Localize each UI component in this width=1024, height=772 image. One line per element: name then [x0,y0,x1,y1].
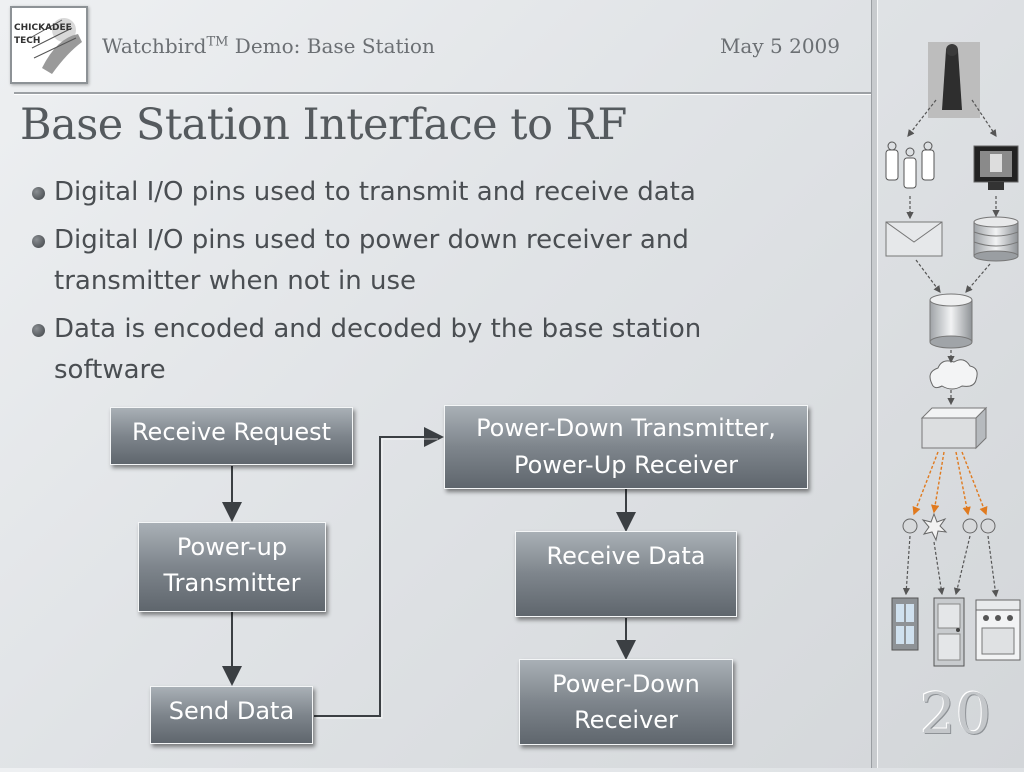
logo-text: CHICKADEE TECH [14,22,72,48]
header-date: May 5 2009 [719,34,840,58]
bullet-list: Digital I/O pins used to transmit and re… [32,172,852,398]
page-title: Base Station Interface to RF [20,100,627,150]
cloud-icon [929,359,978,390]
arrow-send-to-powerdown-tx [314,427,444,717]
header-title-name: Watchbird [102,34,207,58]
computer-monitor-icon [973,145,1019,190]
sidebar-network-illustration: 20 [876,0,1024,768]
power-down-transmitter-box: Power-Down Transmitter, Power-Up Receive… [444,405,808,489]
network-diagram [885,42,1021,667]
door-icon [933,597,965,667]
logo-text-line-2: TECH [14,36,41,46]
send-data-box: Send Data [150,686,313,744]
logo-text-line-1: CHICKADEE [14,23,72,33]
page-number: 20 [920,682,992,747]
header-title: WatchbirdTM Demo: Base Station [102,34,435,58]
receive-data-box: Receive Data [515,531,737,617]
header-divider [14,92,872,94]
window-icon [891,597,919,651]
envelope-icon [885,221,943,257]
person-photo-icon [928,42,980,118]
stove-icon [975,599,1021,661]
bullet-item: Digital I/O pins used to power down rece… [32,220,774,302]
bird-logo-icon [29,18,82,74]
sensor-tags-icon [885,141,935,189]
power-up-transmitter-box: Power-up Transmitter [138,522,326,612]
chickadee-tech-logo: CHICKADEE TECH [10,6,88,84]
bullet-item: Digital I/O pins used to transmit and re… [32,172,852,213]
receive-request-box: Receive Request [110,407,353,465]
header-title-rest: Demo: Base Station [228,34,435,58]
flowchart-connectors [222,427,636,719]
trademark-mark: TM [206,34,229,50]
power-down-receiver-box: Power-Down Receiver [519,659,733,745]
bullet-item: Data is encoded and decoded by the base … [32,309,794,391]
database-icon [973,216,1019,262]
sensor-nodes-icon [902,512,996,542]
slide-main: CHICKADEE TECH WatchbirdTM Demo: Base St… [10,6,872,745]
sidebar-divider [871,0,878,768]
server-cylinder-icon [929,293,973,349]
base-station-box-icon [920,406,988,450]
